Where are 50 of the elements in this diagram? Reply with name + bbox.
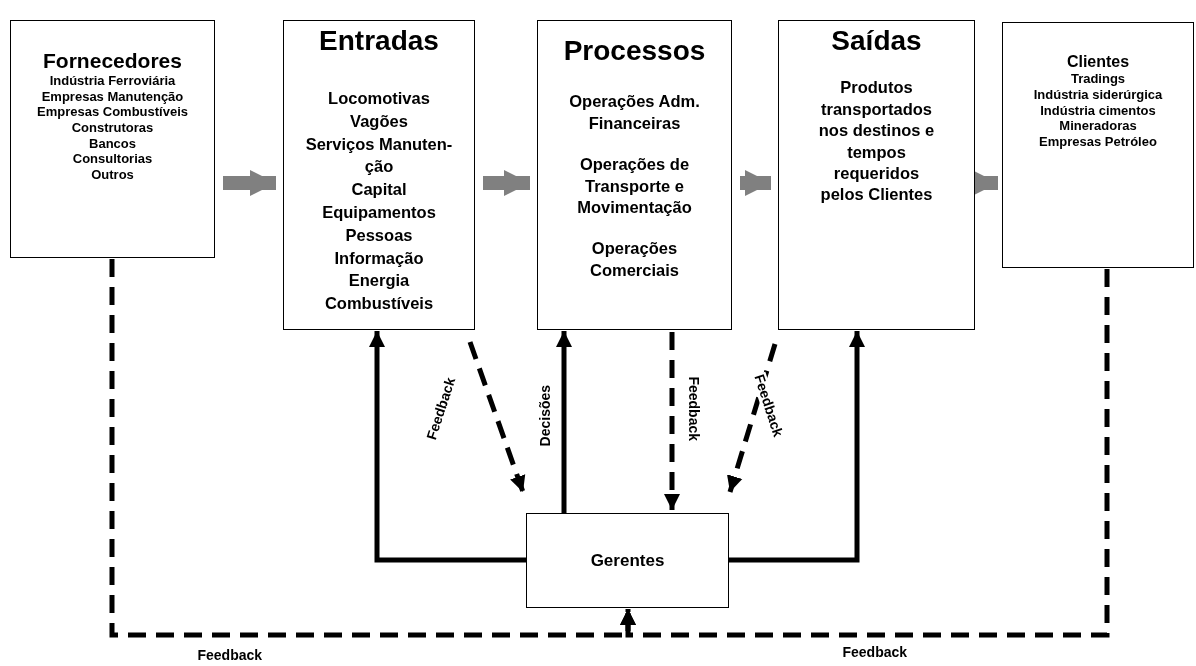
dashed-arrow: [664, 332, 680, 510]
block-arrow: [223, 170, 276, 196]
box-title: Saídas: [831, 25, 922, 58]
edge-label: Feedback: [841, 644, 909, 660]
box-text: Operações Adm. Financeiras: [568, 91, 701, 134]
dashed-arrow: [467, 341, 526, 493]
box-text: Operações de Transporte e Movimentação: [576, 154, 693, 218]
box-text: Empresas Petróleo: [1039, 133, 1157, 150]
box-text: Vagões: [350, 110, 408, 132]
edge-label: Feedback: [196, 647, 264, 663]
box-text: Consultorias: [72, 151, 153, 167]
edge-label: Decisões: [537, 383, 553, 447]
box-text: Operações Comerciais: [589, 238, 680, 281]
arrow: [369, 331, 526, 563]
arrow: [729, 331, 865, 563]
box-text: Capital: [351, 179, 407, 201]
box-text: Construtoras: [71, 119, 154, 136]
box-text: Indústria siderúrgica: [1033, 87, 1163, 103]
box-text: Energia: [348, 270, 410, 292]
box-text: Produtos transportados nos destinos e tempos requeridos pelos Clientes: [817, 77, 936, 206]
block-arrow: [740, 170, 771, 196]
box-text: Combustíveis: [324, 293, 434, 315]
box-text: Outros: [91, 166, 134, 183]
box-text: Empresas Combustíveis: [37, 104, 188, 120]
process-box: [778, 20, 975, 330]
process-box: [1002, 22, 1194, 268]
process-box: [283, 20, 475, 330]
box-title: Gerentes: [590, 550, 665, 571]
box-title: Processos: [563, 35, 706, 68]
box-title: Entradas: [319, 25, 439, 58]
box-title: Clientes: [1066, 53, 1130, 72]
box-text: Pessoas: [345, 224, 413, 246]
box-text: Informação: [334, 247, 424, 269]
box-text: Locomotivas: [328, 88, 430, 110]
arrow: [556, 331, 572, 513]
process-box: [537, 20, 732, 330]
process-box: [526, 513, 729, 608]
box-text: Mineradoras: [1059, 118, 1137, 134]
box-text: Bancos: [89, 135, 136, 152]
dashed-arrow: [727, 343, 778, 493]
block-arrow: [483, 170, 530, 196]
box-text: Indústria cimentos: [1040, 102, 1156, 119]
box-text: Indústria Ferroviária: [49, 73, 176, 89]
dashed-arrow: [620, 269, 1110, 638]
box-text: Tradings: [1070, 71, 1126, 87]
box-text: Equipamentos: [322, 202, 436, 223]
box-text: Empresas Manutenção: [41, 88, 184, 105]
process-box: [10, 20, 215, 258]
box-text: Serviços Manuten- ção: [304, 133, 454, 178]
box-title: Fornecedores: [43, 49, 182, 74]
